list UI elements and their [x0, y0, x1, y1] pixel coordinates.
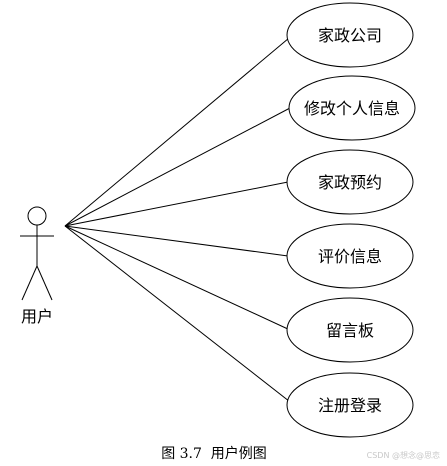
watermark: CSDN @想念@思恋 — [367, 450, 440, 460]
use-case: 修改个人信息 — [288, 75, 416, 141]
use-case-label: 评价信息 — [318, 247, 382, 266]
actor-label: 用户 — [21, 307, 53, 326]
use-case: 留言板 — [286, 297, 414, 363]
association-line — [64, 107, 291, 227]
association-line — [64, 225, 295, 406]
association-line — [64, 225, 289, 257]
association-line — [64, 32, 296, 227]
association-line — [64, 225, 291, 331]
use-case-ellipse — [286, 149, 414, 215]
use-case-ellipse — [286, 223, 414, 289]
use-case-ellipse — [288, 75, 416, 141]
use-case-label: 修改个人信息 — [304, 99, 400, 118]
association-lines — [64, 32, 296, 406]
use-case: 注册登录 — [286, 372, 414, 438]
use-case-ellipse — [286, 2, 414, 68]
use-case-ellipse — [286, 297, 414, 363]
figure-caption: 图 3.7 用户例图 — [161, 445, 267, 462]
actor-left-leg — [21, 265, 38, 301]
association-line — [64, 181, 289, 227]
actor-user — [20, 206, 54, 301]
actor-head — [27, 206, 47, 226]
use-case-label: 家政公司 — [318, 26, 382, 45]
actor-right-leg — [36, 265, 53, 301]
use-case: 家政公司 — [286, 2, 414, 68]
use-case-label: 留言板 — [326, 321, 374, 340]
use-case: 评价信息 — [286, 223, 414, 289]
use-case: 家政预约 — [286, 149, 414, 215]
use-case-label: 注册登录 — [318, 396, 382, 415]
use-case-ellipse — [286, 372, 414, 438]
use-case-label: 家政预约 — [318, 173, 382, 192]
